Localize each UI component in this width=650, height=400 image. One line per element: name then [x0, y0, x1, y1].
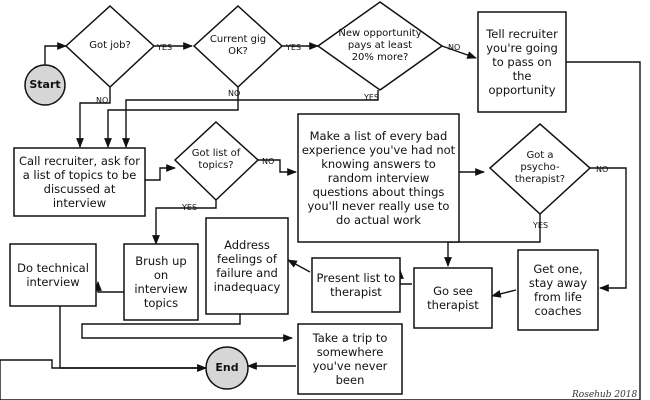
edge-label-new-opportunity-no: NO: [448, 43, 460, 52]
edge-label-got-job-no: NO: [96, 96, 108, 105]
arrow-current-gig-no: [104, 87, 239, 148]
connectors: [0, 42, 641, 400]
artist-signature: Rosehub 2018: [571, 390, 638, 400]
arrow-brush-up-to-do-technical: [94, 281, 124, 293]
arrow-new-opportunity-no: [441, 45, 477, 59]
edge-labels: YES YES NO NO NO YES NO YES NO YES: [96, 43, 608, 230]
new-opportunity-diamond: [316, 1, 444, 91]
start-terminal: [24, 64, 66, 106]
arrow-tell-recruiter-to-end: [0, 61, 641, 400]
arrow-got-job-no: [76, 87, 111, 148]
edge-label-current-gig-yes: YES: [285, 43, 301, 52]
call-recruiter-box: [13, 147, 146, 217]
arrow-new-opportunity-yes: [122, 90, 379, 148]
arrow-do-technical-to-end: [59, 306, 207, 372]
got-list-diamond: [173, 120, 260, 202]
take-trip-box: [297, 323, 403, 395]
edge-label-got-therapist-no: NO: [596, 165, 608, 174]
arrow-go-see-to-present-list: [396, 269, 412, 285]
edge-label-got-therapist-yes: YES: [532, 221, 548, 230]
current-gig-diamond: [192, 4, 284, 89]
arrow-get-one-to-go-see: [491, 289, 517, 298]
got-job-diamond: [64, 4, 156, 89]
end-terminal: [205, 346, 249, 390]
arrow-call-recruiter-to-got-list: [145, 164, 176, 181]
arrow-got-therapist-no: [590, 167, 627, 292]
arrow-start-to-got-job: [44, 42, 67, 65]
shapes: [9, 1, 599, 395]
edge-label-got-job-yes: YES: [156, 43, 172, 52]
get-one-box: [517, 249, 599, 331]
arrow-got-list-no: [258, 159, 297, 176]
arrow-got-list-yes: [152, 200, 217, 245]
brush-up-box: [123, 243, 199, 321]
edge-label-new-opportunity-yes: YES: [363, 93, 379, 102]
go-see-box: [413, 267, 493, 329]
do-technical-box: [9, 243, 97, 307]
address-feelings-box: [205, 217, 289, 315]
make-list-box: [297, 113, 460, 243]
arrow-got-therapist-yes: [444, 214, 541, 267]
tell-recruiter-box: [477, 11, 567, 113]
got-therapist-diamond: [488, 123, 592, 216]
present-list-box: [311, 257, 401, 313]
edge-label-got-list-yes: YES: [181, 203, 197, 212]
edge-label-current-gig-no: NO: [228, 89, 240, 98]
arrow-present-list-to-address-feelings: [287, 259, 311, 273]
arrow-address-feelings-to-take-trip: [81, 314, 293, 342]
edge-label-got-list-no: NO: [262, 157, 274, 166]
